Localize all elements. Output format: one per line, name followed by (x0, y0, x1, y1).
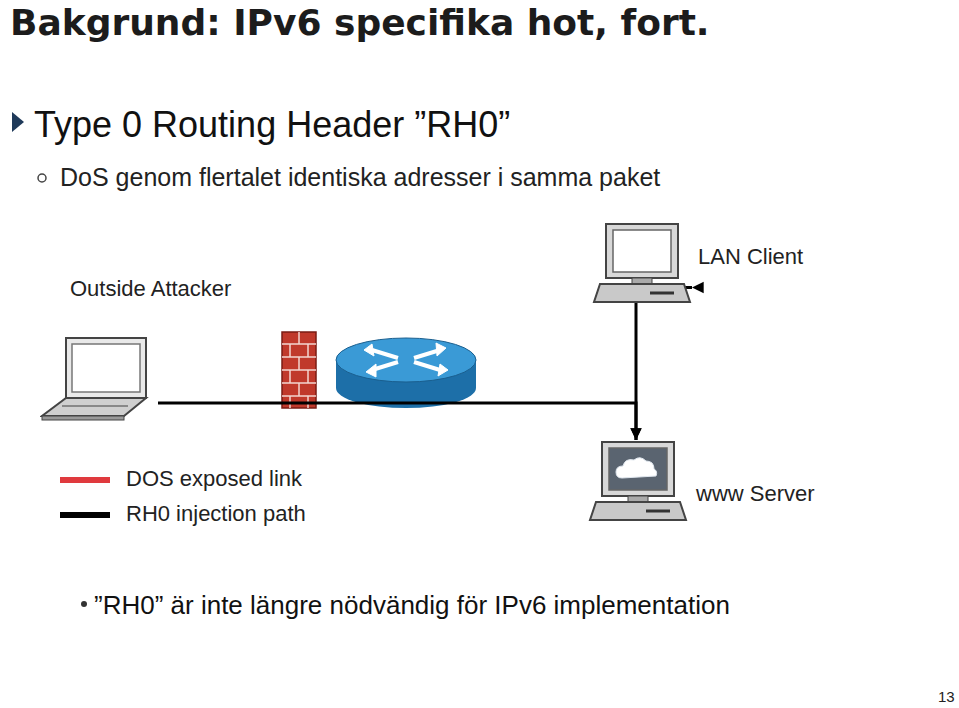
laptop-icon (40, 336, 158, 422)
bullet-dot (81, 601, 87, 607)
computer-node: www Server (588, 440, 688, 524)
dos-link (630, 282, 703, 440)
legend-swatch (60, 477, 110, 483)
legend-text: DOS exposed link (126, 466, 302, 492)
injection-path (158, 403, 642, 440)
legend-swatch (60, 512, 110, 518)
arrowhead (630, 428, 641, 440)
computer-node: LAN Client (592, 222, 692, 306)
node-label: www Server (696, 481, 815, 507)
computer-icon (592, 222, 692, 306)
node-label: Outside Attacker (70, 276, 231, 302)
bullet-arrow (12, 112, 24, 132)
router-icon (336, 338, 476, 408)
firewall-icon (282, 332, 316, 408)
page-number: 13 (938, 688, 955, 705)
legend-text: RH0 injection path (126, 501, 306, 527)
computer-icon (588, 440, 688, 524)
computer-node: Outside Attacker (40, 336, 158, 422)
slide-title: Bakgrund: IPv6 specifika hot, fort. (10, 2, 710, 43)
bullet-text: ”RH0” är inte längre nödvändig för IPv6 … (94, 590, 730, 621)
sub-bullet (38, 174, 46, 182)
arrowhead (630, 428, 641, 440)
sub-bullet-text: DoS genom flertalet identiska adresser i… (60, 163, 660, 192)
bullet-text: Type 0 Routing Header ”RH0” (34, 104, 510, 146)
arrowhead (692, 282, 704, 293)
node-label: LAN Client (698, 244, 803, 270)
